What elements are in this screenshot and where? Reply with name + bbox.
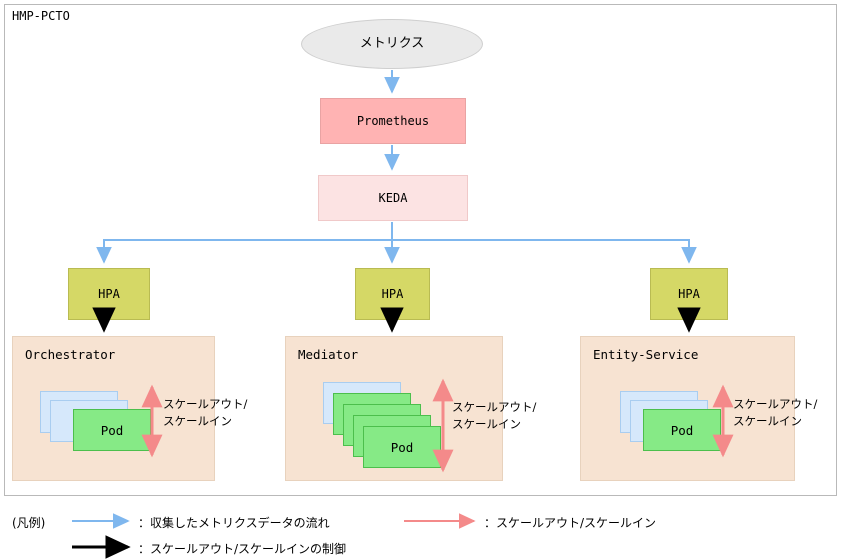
keda-node[interactable]: KEDA xyxy=(318,175,468,221)
metrics-source-label: メトリクス xyxy=(359,35,425,51)
hpa-label: HPA xyxy=(381,286,404,301)
legend-title: (凡例) xyxy=(12,516,46,530)
hpa-label: HPA xyxy=(98,286,120,301)
scale-annotation-line1: スケールアウト/ xyxy=(452,400,537,414)
scale-annotation-orchestrator: スケールアウト/ スケールイン xyxy=(163,396,247,429)
hpa-node-entity-service[interactable]: HPA xyxy=(650,268,728,320)
prometheus-node[interactable]: Prometheus xyxy=(320,98,466,144)
metrics-source-node[interactable]: メトリクス xyxy=(301,19,483,69)
legend-entry-flow-label: ：収集したメトリクスデータの流れ xyxy=(138,516,330,530)
hpa-node-orchestrator[interactable]: HPA xyxy=(68,268,150,320)
scale-annotation-line1: スケールアウト/ xyxy=(733,397,818,411)
pod-label: Pod xyxy=(670,422,694,438)
service-name-label: Orchestrator xyxy=(25,347,116,362)
legend-entry-control-label: ：スケールアウト/スケールインの制御 xyxy=(138,542,347,556)
diagram-title: HMP-PCTO xyxy=(12,9,70,23)
hpa-label: HPA xyxy=(678,286,700,301)
pod-active[interactable]: Pod xyxy=(643,409,721,451)
pod-label: Pod xyxy=(100,422,124,438)
scale-annotation-entity-service: スケールアウト/ スケールイン xyxy=(733,396,817,429)
scale-annotation-line2: スケールイン xyxy=(452,416,521,431)
service-name-label: Entity-Service xyxy=(593,347,699,362)
scale-annotation-mediator: スケールアウト/ スケールイン xyxy=(452,399,536,432)
legend-entry-scale-label: ：スケールアウト/スケールイン xyxy=(484,516,657,530)
scale-annotation-line1: スケールアウト/ xyxy=(163,397,248,411)
keda-label: KEDA xyxy=(378,190,408,205)
service-name-label: Mediator xyxy=(298,347,359,362)
scale-annotation-line2: スケールイン xyxy=(733,413,802,428)
pod-active[interactable]: Pod xyxy=(73,409,151,451)
pod-label: Pod xyxy=(390,439,414,455)
scale-annotation-line2: スケールイン xyxy=(163,413,232,428)
pod-active[interactable]: Pod xyxy=(363,426,441,468)
hpa-node-mediator[interactable]: HPA xyxy=(355,268,430,320)
prometheus-label: Prometheus xyxy=(356,113,430,128)
